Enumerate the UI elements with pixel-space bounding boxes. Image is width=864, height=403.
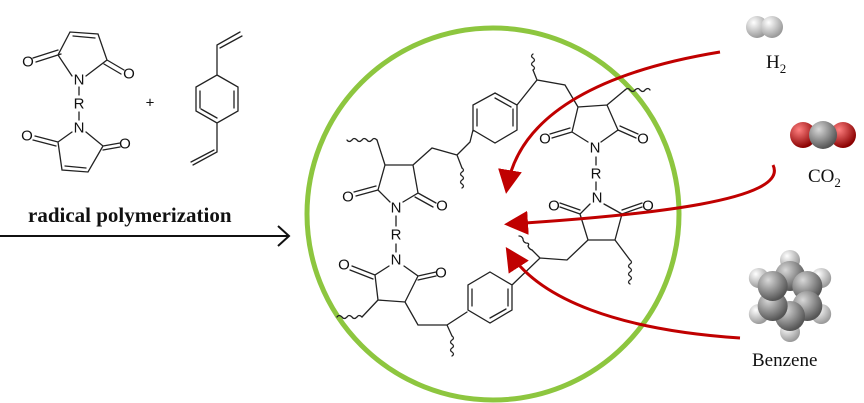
atom-o: O bbox=[22, 54, 34, 71]
atom-n: N bbox=[74, 120, 85, 137]
atom-o: O bbox=[342, 189, 354, 206]
polymer-network bbox=[336, 53, 651, 357]
benzene-diffusion-arrow bbox=[505, 246, 741, 340]
atom-r: R bbox=[391, 227, 402, 244]
reaction-condition-label: radical polymerization bbox=[28, 203, 232, 227]
atom-o: O bbox=[21, 128, 33, 145]
atom-o: O bbox=[119, 136, 131, 153]
plus-sign: + bbox=[146, 95, 155, 112]
co2-diffusion-arrow bbox=[504, 164, 776, 235]
atom-n: N bbox=[391, 252, 402, 269]
atom-r: R bbox=[74, 96, 85, 113]
co2-molecule-icon bbox=[790, 121, 856, 149]
atom-n: N bbox=[391, 200, 402, 217]
atom-n: N bbox=[592, 190, 603, 207]
atom-o: O bbox=[123, 66, 135, 83]
atom-o: O bbox=[637, 131, 649, 148]
atom-n: N bbox=[74, 72, 85, 89]
reaction-arrow bbox=[0, 225, 291, 247]
pore-circle bbox=[304, 25, 682, 403]
atom-o: O bbox=[642, 198, 654, 215]
benzene-label: Benzene bbox=[752, 350, 817, 371]
co2-label: CO2 bbox=[808, 166, 841, 190]
h2-label: H2 bbox=[766, 52, 786, 76]
h2-molecule-icon bbox=[746, 16, 783, 38]
atom-o: O bbox=[435, 265, 447, 282]
atom-o: O bbox=[539, 131, 551, 148]
atom-o: O bbox=[338, 257, 350, 274]
h2-diffusion-arrow bbox=[498, 50, 721, 194]
divinylbenzene-monomer bbox=[190, 31, 243, 166]
benzene-molecule-icon bbox=[748, 250, 832, 342]
bismaleimide-monomer bbox=[32, 31, 125, 173]
atom-o: O bbox=[548, 198, 560, 215]
atom-o: O bbox=[436, 198, 448, 215]
atom-n: N bbox=[590, 140, 601, 157]
atom-r: R bbox=[591, 166, 602, 183]
